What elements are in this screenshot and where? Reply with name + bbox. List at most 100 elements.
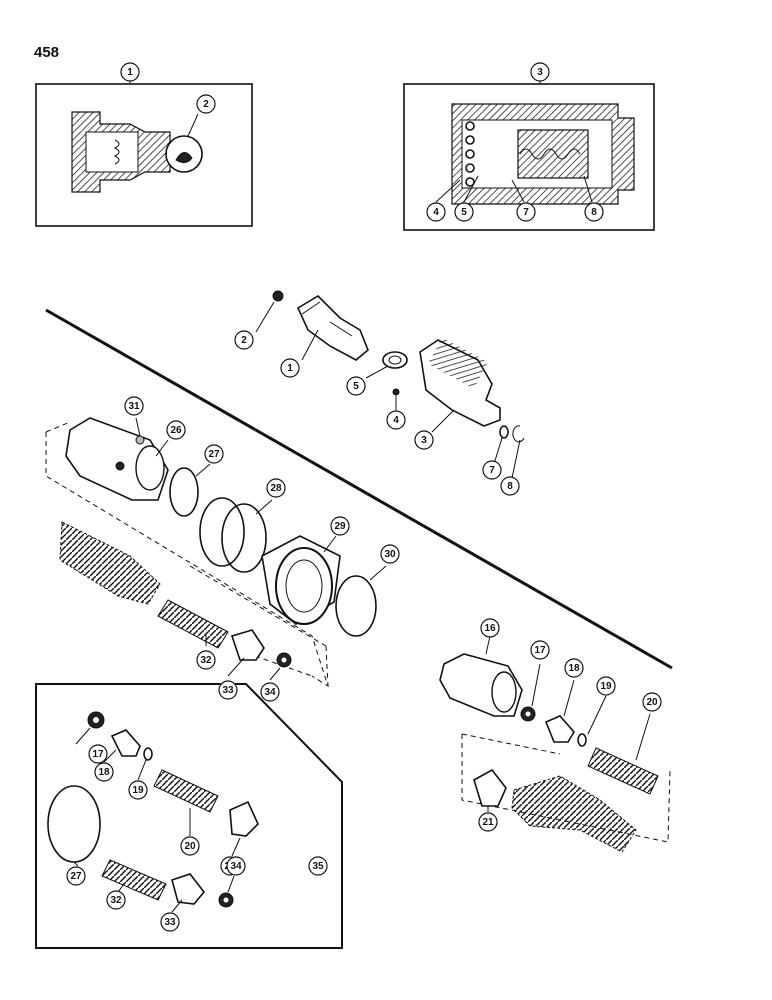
spring-32 (101, 859, 167, 901)
callout-circle (226, 856, 246, 876)
callout-number: 18 (568, 663, 580, 674)
right-assembly (439, 635, 671, 853)
coupler-1 (296, 294, 369, 361)
callout-8: 8 (584, 202, 604, 222)
callout-circle (120, 62, 140, 82)
oring-27 (169, 467, 199, 517)
callout-7: 7 (482, 460, 502, 480)
callout-34: 34 (226, 856, 246, 876)
callout-28: 28 (266, 478, 286, 498)
callout-number: 33 (164, 917, 176, 928)
callout-circle (584, 202, 604, 222)
callout-number: 5 (353, 381, 359, 392)
callout-circle (480, 618, 500, 638)
callout-circle (88, 744, 108, 764)
oring-19 (577, 733, 587, 747)
callout-circle (454, 202, 474, 222)
ball-2 (272, 290, 284, 302)
callout-circle (94, 762, 114, 782)
callout-circle (280, 358, 300, 378)
callout-circle (166, 420, 186, 440)
callout-number: 1 (127, 67, 133, 78)
callout-number: 35 (312, 861, 324, 872)
callout-1: 1 (120, 62, 140, 82)
callout-number: 8 (591, 207, 597, 218)
callout-circle (308, 856, 328, 876)
spring-32 (157, 599, 229, 649)
callout-circle (380, 544, 400, 564)
callout-21: 21 (478, 812, 498, 832)
callout-33: 33 (218, 680, 238, 700)
callout-circle (482, 460, 502, 480)
callout-4: 4 (426, 202, 446, 222)
snap-ring-8 (512, 425, 525, 443)
callout-number: 28 (270, 483, 282, 494)
callout-4: 4 (386, 410, 406, 430)
callout-circle (564, 658, 584, 678)
valve-18 (544, 715, 575, 743)
callout-number: 33 (222, 685, 234, 696)
callout-number: 1 (287, 363, 293, 374)
valve-33 (230, 629, 265, 661)
callout-number: 20 (184, 841, 196, 852)
callout-5: 5 (454, 202, 474, 222)
callout-34: 34 (260, 682, 280, 702)
callout-circle (66, 866, 86, 886)
callout-number: 2 (241, 335, 247, 346)
callout-3: 3 (414, 430, 434, 450)
callout-7: 7 (516, 202, 536, 222)
callout-number: 32 (110, 895, 122, 906)
callout-5: 5 (346, 376, 366, 396)
callout-number: 4 (433, 207, 439, 218)
callout-number: 20 (646, 697, 658, 708)
callout-3: 3 (530, 62, 550, 82)
oring-7 (499, 425, 509, 439)
callout-number: 30 (384, 549, 396, 560)
callout-number: 17 (534, 645, 546, 656)
callout-20: 20 (642, 692, 662, 712)
callout-circle (530, 640, 550, 660)
spring-20 (153, 769, 219, 813)
callout-19: 19 (128, 780, 148, 800)
callout-number: 34 (264, 687, 276, 698)
callout-8: 8 (500, 476, 520, 496)
callout-circle (386, 410, 406, 430)
callout-circle (516, 202, 536, 222)
left-assembly (45, 417, 387, 688)
oring-30 (335, 575, 377, 637)
callout-circle (196, 650, 216, 670)
callout-1: 1 (280, 358, 300, 378)
callout-number: 19 (132, 785, 144, 796)
ball-4 (392, 388, 400, 396)
callout-number: 17 (92, 749, 104, 760)
callout-number: 16 (484, 623, 496, 634)
spring-section (113, 139, 120, 165)
callout-circle (234, 330, 254, 350)
callout-circle (478, 812, 498, 832)
callout-18: 18 (94, 762, 114, 782)
callout-circle (218, 680, 238, 700)
callout-circle (124, 396, 144, 416)
callout-circle (642, 692, 662, 712)
callout-number: 7 (523, 207, 529, 218)
callout-number: 32 (200, 655, 212, 666)
callout-circle (266, 478, 286, 498)
upper-parts (255, 290, 525, 479)
callout-18: 18 (564, 658, 584, 678)
callout-number: 29 (334, 521, 346, 532)
callout-circle (500, 476, 520, 496)
ring-28 (199, 497, 245, 567)
callout-circle (330, 516, 350, 536)
callout-2: 2 (234, 330, 254, 350)
callout-number: 34 (230, 861, 242, 872)
callout-circle (106, 890, 126, 910)
callout-circle (160, 912, 180, 932)
divider-line (45, 308, 673, 670)
callout-number: 3 (421, 435, 427, 446)
callout-layer: 1122334455778816171718181919202021212627… (66, 62, 662, 932)
callout-17: 17 (530, 640, 550, 660)
callout-30: 30 (380, 544, 400, 564)
callout-circle (204, 444, 224, 464)
callout-number: 27 (208, 449, 220, 460)
callout-circle (414, 430, 434, 450)
